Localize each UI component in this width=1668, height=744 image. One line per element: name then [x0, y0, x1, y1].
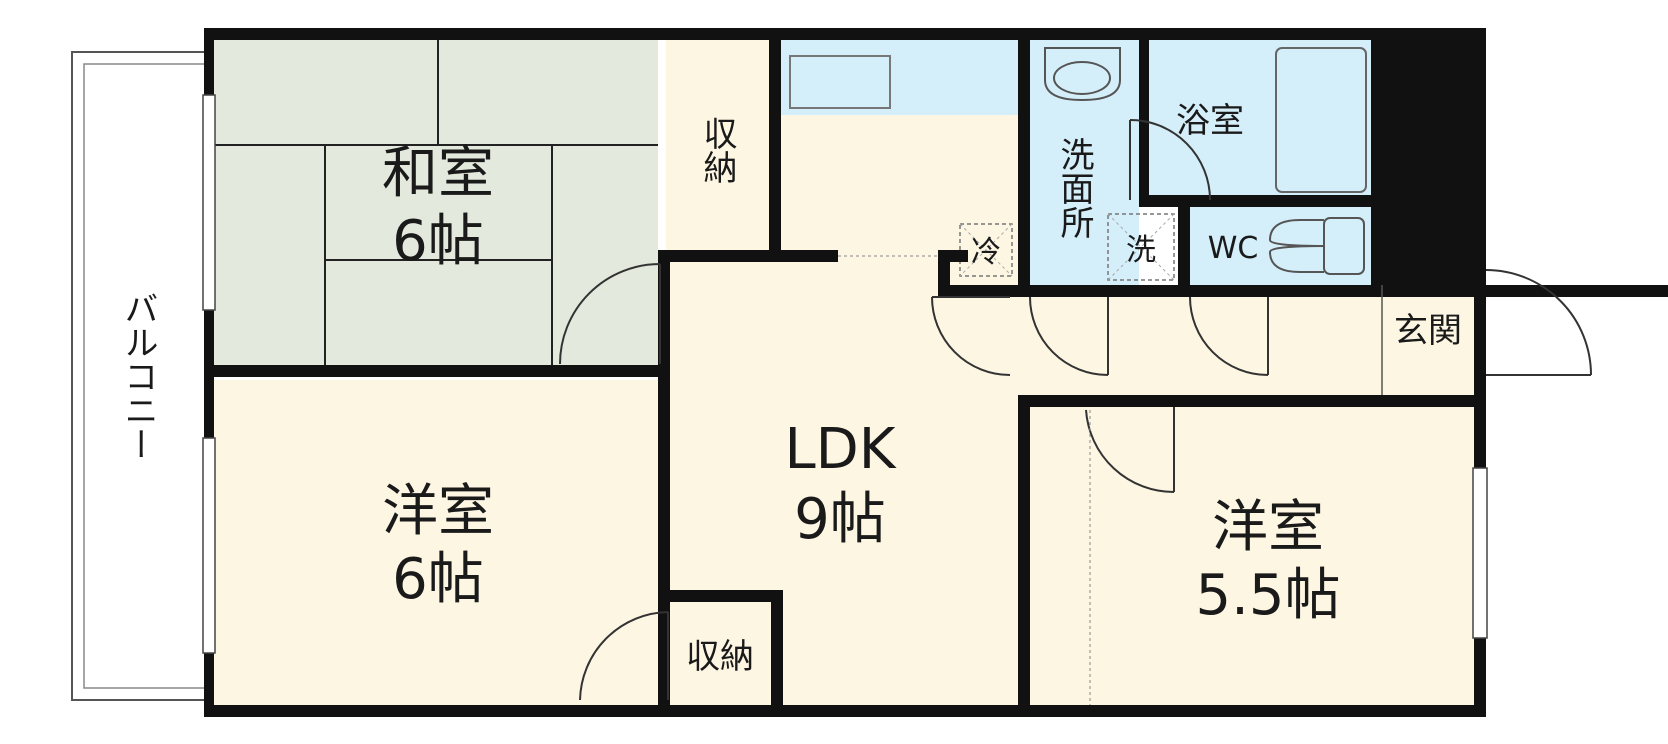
- walls: [204, 28, 1668, 717]
- hall: [1018, 295, 1474, 395]
- storage-top-label: 収納: [697, 116, 737, 184]
- washitsu-room: [212, 40, 658, 370]
- fridge-label: 冷: [971, 235, 1001, 270]
- youshitsu-left-room: [212, 380, 658, 705]
- washroom-label: 洗面所: [1054, 137, 1094, 239]
- washer-label: 洗: [1126, 233, 1156, 268]
- entrance-label: 玄関: [1394, 311, 1462, 351]
- washitsu-name: 和室: [382, 141, 494, 206]
- youshitsu-left-size: 6帖: [392, 547, 484, 612]
- youshitsu-left-name: 洋室: [382, 479, 494, 544]
- windows: [202, 94, 1488, 654]
- toilet-room: [1190, 207, 1371, 285]
- kitchen-counter: [780, 40, 1018, 115]
- youshitsu-right-room: [1030, 405, 1474, 705]
- toilet-label: WC: [1208, 231, 1259, 266]
- storage-bottom-label: 収納: [686, 637, 754, 677]
- washer-icon: [1107, 213, 1175, 281]
- sink-icon: [1044, 47, 1121, 102]
- ldk-name: LDK: [784, 417, 896, 482]
- tatami-lines: [212, 40, 658, 370]
- bath-room: [1139, 40, 1371, 197]
- youshitsu-right-size: 5.5帖: [1195, 563, 1340, 628]
- balcony: [71, 51, 211, 701]
- washitsu-size: 6帖: [392, 209, 484, 274]
- bath-label: 浴室: [1176, 101, 1244, 141]
- toilet-icon: [1268, 217, 1365, 275]
- doors: [559, 119, 1592, 701]
- balcony-label: バルコニー: [118, 291, 158, 461]
- youshitsu-right-name: 洋室: [1212, 495, 1324, 560]
- ldk-size: 9帖: [794, 487, 886, 552]
